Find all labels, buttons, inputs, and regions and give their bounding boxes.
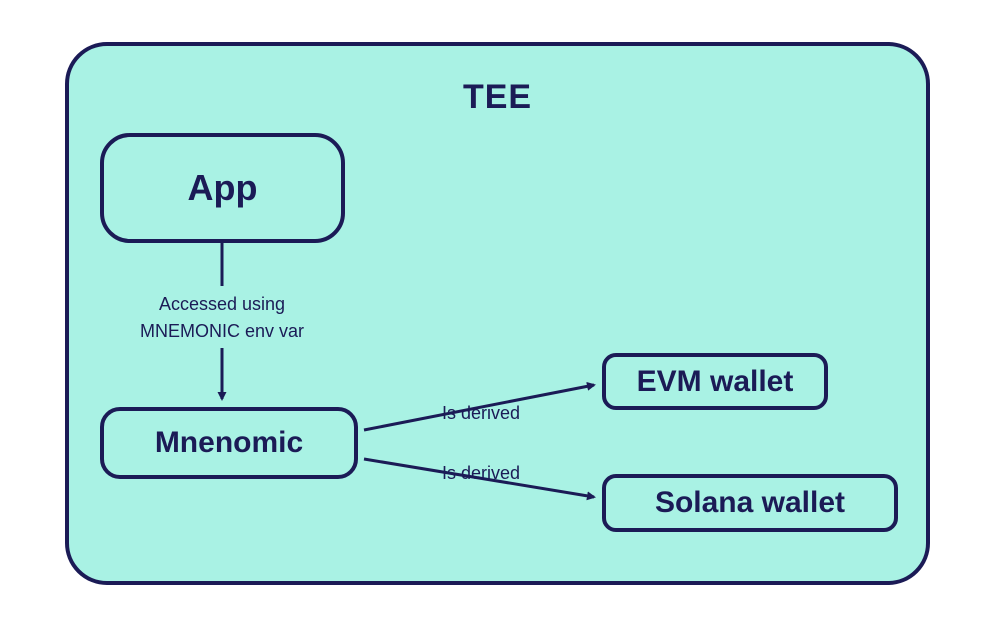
node-evm-wallet-label: EVM wallet bbox=[636, 364, 794, 398]
node-evm-wallet: EVM wallet bbox=[602, 353, 828, 410]
tee-container-title: TEE bbox=[462, 78, 533, 116]
node-app-label: App bbox=[187, 167, 258, 208]
edge-label-env-var: Accessed using MNEMONIC env var bbox=[102, 291, 342, 345]
node-solana-wallet: Solana wallet bbox=[602, 474, 898, 532]
node-mnemonic: Mnenomic bbox=[100, 407, 358, 479]
edge-label-is-derived-solana: Is derived bbox=[441, 463, 521, 483]
edge-label-is-derived-evm: Is derived bbox=[441, 403, 521, 423]
edge-label-env-var-line1: Accessed using bbox=[158, 294, 286, 314]
node-mnemonic-label: Mnenomic bbox=[154, 426, 304, 459]
edge-label-env-var-line2: MNEMONIC env var bbox=[139, 321, 305, 341]
node-app: App bbox=[100, 133, 345, 243]
node-solana-wallet-label: Solana wallet bbox=[654, 486, 846, 519]
